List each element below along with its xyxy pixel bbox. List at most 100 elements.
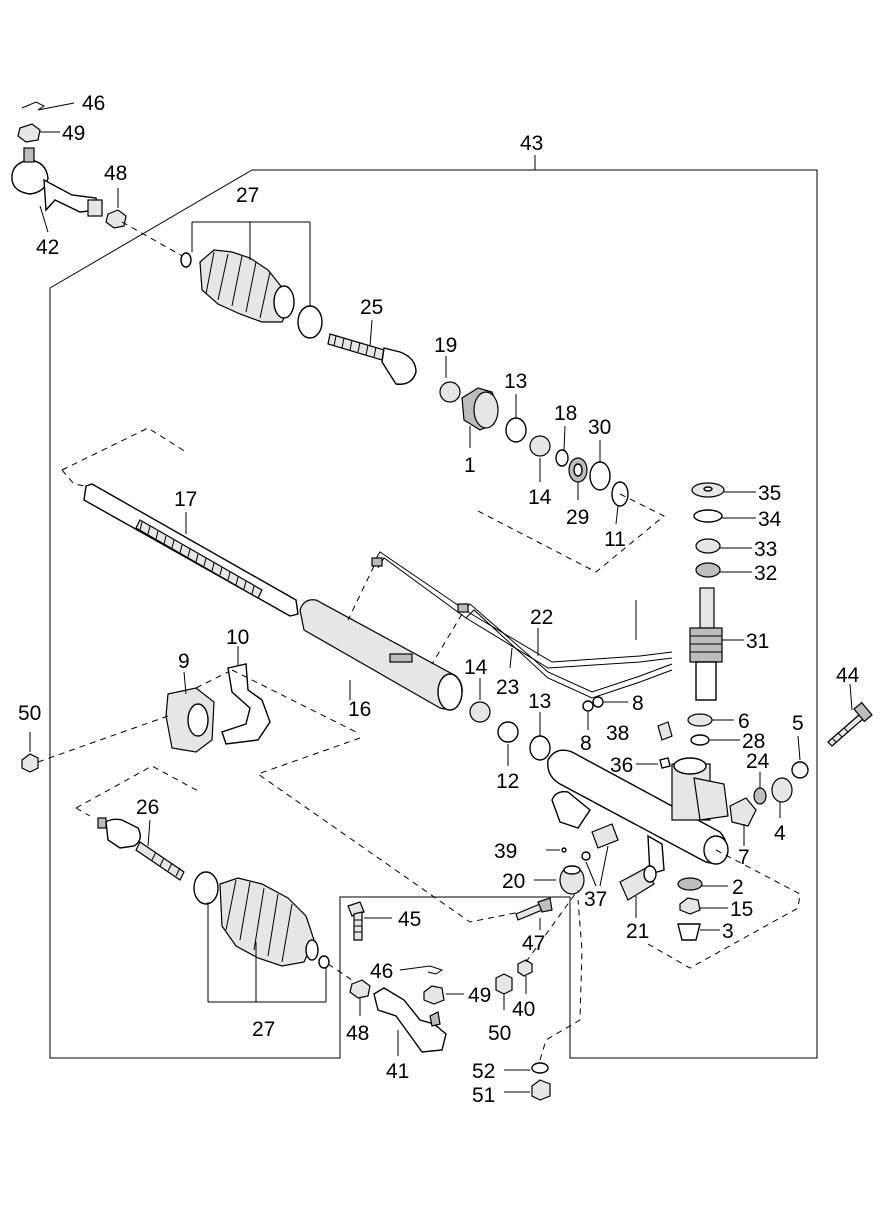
label-36: 36: [610, 754, 633, 777]
inner-tie-rod-25: [327, 333, 417, 385]
yoke-7: [729, 797, 757, 827]
bolt-47: [515, 897, 553, 921]
label-17: 17: [174, 488, 197, 511]
mount-bushing-20: [559, 865, 585, 895]
label-12: 12: [496, 770, 519, 793]
nut-51: [531, 1079, 551, 1101]
seal-14-upper: [529, 435, 551, 457]
label-35: 35: [758, 482, 781, 505]
seal-6: [687, 713, 713, 727]
label-43: 43: [520, 132, 543, 155]
seal-12: [497, 721, 519, 743]
inner-tie-rod-26: [97, 817, 185, 881]
label-27-top: 27: [236, 184, 259, 207]
rack-17: [83, 483, 299, 617]
tie-rod-end-42: [11, 147, 103, 217]
seal-8-a: [592, 696, 604, 708]
nut-49-lower: [423, 985, 445, 1005]
washer-52: [531, 1062, 549, 1074]
bushing-3: [677, 923, 701, 941]
mount-bushing-21: [619, 865, 657, 901]
label-49-top: 49: [62, 122, 85, 145]
label-25: 25: [360, 296, 383, 319]
label-27-lower: 27: [252, 1018, 275, 1041]
cotter-pin-46-top: [21, 101, 75, 111]
assembly-43-outline: [49, 169, 818, 1059]
yoke-plug-4: [771, 777, 793, 803]
label-23: 23: [496, 676, 519, 699]
bushing-19: [439, 381, 461, 403]
label-47: 47: [522, 932, 545, 955]
fitting-38: [657, 721, 673, 741]
label-33: 33: [754, 538, 777, 561]
label-52: 52: [472, 1060, 495, 1083]
label-5: 5: [792, 712, 804, 735]
rack-bushing-1: [461, 387, 499, 431]
nut-48-lower: [349, 979, 371, 999]
label-46-top: 46: [82, 92, 105, 115]
pin-39: [561, 847, 567, 853]
label-13-top: 13: [504, 370, 527, 393]
o-ring-13-lower: [529, 735, 551, 761]
valve-37: [581, 823, 619, 861]
label-44: 44: [836, 664, 860, 687]
label-32: 32: [754, 562, 777, 585]
label-49-lower: 49: [468, 984, 491, 1007]
label-48-lower: 48: [346, 1022, 369, 1045]
spring-24: [753, 787, 767, 805]
clamp-bracket-10: [221, 663, 271, 745]
washer-34: [693, 509, 723, 523]
bearing-32: [695, 562, 721, 578]
label-40: 40: [512, 998, 535, 1021]
label-7: 7: [738, 846, 750, 869]
rack-housing-16: [299, 599, 463, 711]
boot-27-upper: [180, 249, 323, 339]
label-10: 10: [226, 626, 249, 649]
label-41: 41: [386, 1060, 409, 1083]
nut-50-left: [21, 753, 39, 773]
seal-8-b: [582, 700, 594, 712]
washer-40: [517, 959, 533, 977]
label-22: 22: [530, 606, 553, 629]
nut-48-top: [105, 209, 127, 229]
label-11: 11: [604, 528, 626, 551]
label-26: 26: [136, 796, 159, 819]
label-28: 28: [742, 730, 765, 753]
fitting-36: [659, 757, 671, 769]
label-8-left: 8: [580, 732, 592, 755]
ring-28: [690, 734, 710, 746]
o-ring-30: [589, 461, 611, 491]
gear-housing: [547, 749, 729, 875]
ring-18: [555, 449, 569, 467]
label-51: 51: [472, 1084, 495, 1107]
nut-15: [679, 897, 701, 915]
label-48-top: 48: [104, 162, 127, 185]
label-29: 29: [566, 506, 589, 529]
label-45: 45: [398, 908, 421, 931]
washer-2: [677, 877, 703, 891]
label-19: 19: [434, 334, 457, 357]
nut-49-top: [17, 123, 41, 143]
nut-50-lower: [495, 973, 513, 995]
boot-27-lower: [193, 871, 330, 969]
label-30: 30: [588, 416, 611, 439]
label-4: 4: [774, 822, 786, 845]
label-24: 24: [746, 750, 770, 773]
label-14-top: 14: [528, 486, 552, 509]
label-42: 42: [36, 236, 59, 259]
label-18: 18: [554, 402, 577, 425]
label-2: 2: [732, 876, 744, 899]
label-13-mid: 13: [528, 690, 551, 713]
tie-rod-end-41: [373, 987, 447, 1053]
lock-nut-5: [791, 761, 809, 779]
label-34: 34: [758, 508, 782, 531]
bolt-45: [347, 901, 365, 941]
label-39: 39: [494, 840, 517, 863]
label-50-left: 50: [18, 702, 41, 725]
label-9: 9: [178, 650, 190, 673]
label-50-lower: 50: [488, 1022, 511, 1045]
label-31: 31: [746, 630, 769, 653]
label-20: 20: [502, 870, 525, 893]
label-38: 38: [606, 722, 629, 745]
